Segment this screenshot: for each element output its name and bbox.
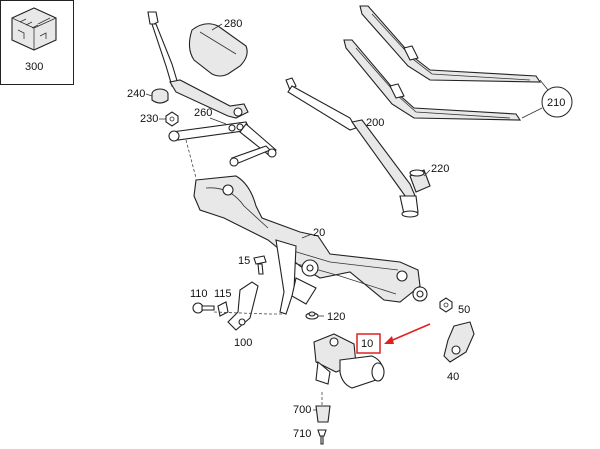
wiper-arm-right[interactable] — [285, 77, 419, 218]
callout-280[interactable]: 280 — [224, 18, 242, 30]
callout-220[interactable]: 220 — [431, 163, 449, 175]
relay-module-300[interactable] — [11, 7, 57, 51]
inset-box-300: 300 — [0, 0, 74, 85]
callout-260[interactable]: 260 — [194, 107, 212, 119]
grommet-700[interactable] — [315, 405, 331, 423]
cover-280[interactable] — [188, 23, 248, 77]
wiper-motor-10[interactable] — [313, 333, 385, 389]
callout-circle-210 — [521, 79, 573, 119]
callout-10[interactable]: 10 — [361, 338, 373, 350]
bolt-110[interactable] — [192, 302, 215, 314]
callout-40[interactable]: 40 — [447, 371, 459, 383]
callout-115[interactable]: 115 — [214, 288, 232, 300]
bracket-100[interactable] — [227, 281, 259, 331]
wiper-blade-lower[interactable] — [343, 39, 522, 121]
nut-50[interactable] — [439, 297, 453, 313]
callout-240[interactable]: 240 — [127, 88, 145, 100]
bracket-40[interactable] — [443, 321, 475, 363]
callout-100[interactable]: 100 — [234, 337, 252, 349]
bolt-15[interactable] — [253, 255, 267, 275]
callout-230[interactable]: 230 — [140, 113, 158, 125]
callout-700[interactable]: 700 — [293, 404, 311, 416]
cap-240[interactable] — [151, 88, 169, 104]
callout-210[interactable]: 210 — [547, 97, 565, 109]
callout-710[interactable]: 710 — [293, 428, 311, 440]
bracket-115[interactable] — [217, 301, 229, 317]
wiper-arm-left[interactable] — [147, 11, 249, 119]
red-pointer-arrow — [384, 323, 431, 344]
callout-50[interactable]: 50 — [458, 304, 470, 316]
callout-15[interactable]: 15 — [238, 255, 250, 267]
nut-230[interactable] — [165, 111, 179, 127]
callout-200[interactable]: 200 — [366, 117, 384, 129]
callout-110[interactable]: 110 — [190, 288, 208, 300]
callout-300[interactable]: 300 — [25, 61, 43, 73]
wiper-blade-upper[interactable] — [359, 5, 542, 83]
linkage-frame-20[interactable] — [193, 175, 428, 315]
linkage-260[interactable] — [168, 121, 277, 167]
callout-120[interactable]: 120 — [327, 311, 345, 323]
screw-710[interactable] — [317, 429, 327, 445]
callout-20[interactable]: 20 — [313, 227, 325, 239]
highlight-box-10 — [356, 333, 381, 354]
washer-120[interactable] — [305, 311, 319, 320]
